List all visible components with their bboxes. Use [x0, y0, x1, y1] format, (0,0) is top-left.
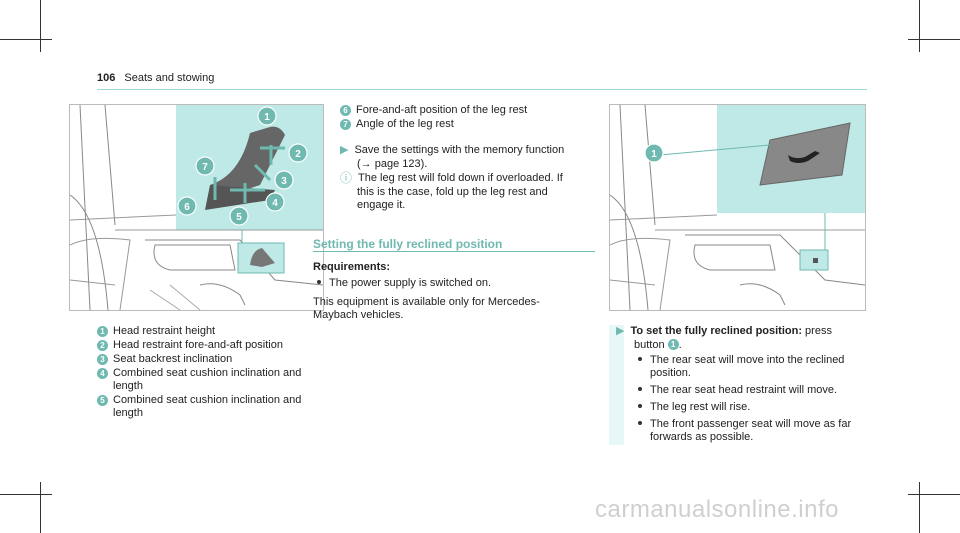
requirement-item: The power supply is switched on.	[329, 277, 492, 289]
marker-badge: 6	[340, 105, 351, 116]
step-arrow-icon: ▶	[616, 325, 625, 337]
bullet	[638, 421, 642, 426]
marker-badge: 1	[97, 326, 108, 337]
step-title: To set the fully reclined position:	[630, 325, 802, 337]
crop-mark	[919, 482, 920, 533]
recline-step: ▶ To set the fully reclined position: pr…	[616, 325, 874, 448]
bullet	[638, 357, 642, 362]
page-reference: (→ page 123).	[357, 158, 428, 170]
result-bullet-item: The rear seat head restraint will move.	[634, 384, 874, 397]
figure-marker-1: 1	[651, 149, 657, 160]
header-rule	[97, 89, 867, 90]
marker-badge: 5	[97, 395, 108, 406]
bullet	[317, 280, 321, 285]
save-step: ▶Save the settings with the memory funct…	[340, 144, 600, 171]
result-bullet-item: The front passenger seat will move as fa…	[634, 418, 874, 444]
requirements-label: Requirements:	[313, 261, 391, 273]
bullet	[638, 404, 642, 409]
crop-mark	[40, 0, 41, 52]
availability-note: This equipment is available only for Mer…	[313, 296, 540, 308]
recline-button-figure: 1	[609, 104, 866, 311]
step-highlight-bar	[609, 325, 624, 445]
figure-marker-7: 7	[202, 162, 208, 173]
info-icon: ⓘ	[340, 171, 353, 185]
seat-controls-figure: 1 2 3 4 5 6 7	[69, 104, 324, 311]
crop-mark	[908, 494, 960, 495]
figure-marker-2: 2	[295, 149, 301, 160]
crop-mark	[908, 39, 960, 40]
crop-mark	[0, 494, 52, 495]
figure-marker-5: 5	[236, 212, 242, 223]
crop-mark	[0, 39, 52, 40]
marker-badge: 2	[97, 340, 108, 351]
door-interior-illustration: 1 2 3 4 5 6 7	[70, 105, 323, 310]
page-number: 106	[97, 72, 116, 84]
section-heading-rule	[313, 251, 595, 252]
figure-marker-1: 1	[264, 112, 270, 123]
marker-badge: 4	[97, 368, 108, 379]
step-arrow-icon: ▶	[340, 144, 349, 156]
result-bullet-list: The rear seat will move into the recline…	[634, 354, 874, 444]
section-heading: Setting the fully reclined position	[313, 237, 503, 251]
page-header: 106 Seats and stowing	[97, 72, 214, 84]
marker-badge: 7	[340, 119, 351, 130]
marker-badge: 1	[667, 339, 679, 350]
rear-door-illustration: 1	[610, 105, 865, 310]
section-title: Seats and stowing	[124, 72, 215, 84]
figure-marker-3: 3	[281, 176, 287, 187]
crop-mark	[40, 482, 41, 533]
watermark: carmanualsonline.info	[595, 496, 839, 523]
bullet	[638, 387, 642, 392]
marker-badge: 3	[97, 354, 108, 365]
result-bullet-item: The leg rest will rise.	[634, 401, 874, 414]
figure-marker-4: 4	[272, 198, 278, 209]
result-bullet-item: The rear seat will move into the recline…	[634, 354, 874, 380]
crop-mark	[919, 0, 920, 52]
figure-marker-6: 6	[184, 202, 190, 213]
requirements: Requirements: The power supply is switch…	[313, 261, 603, 322]
